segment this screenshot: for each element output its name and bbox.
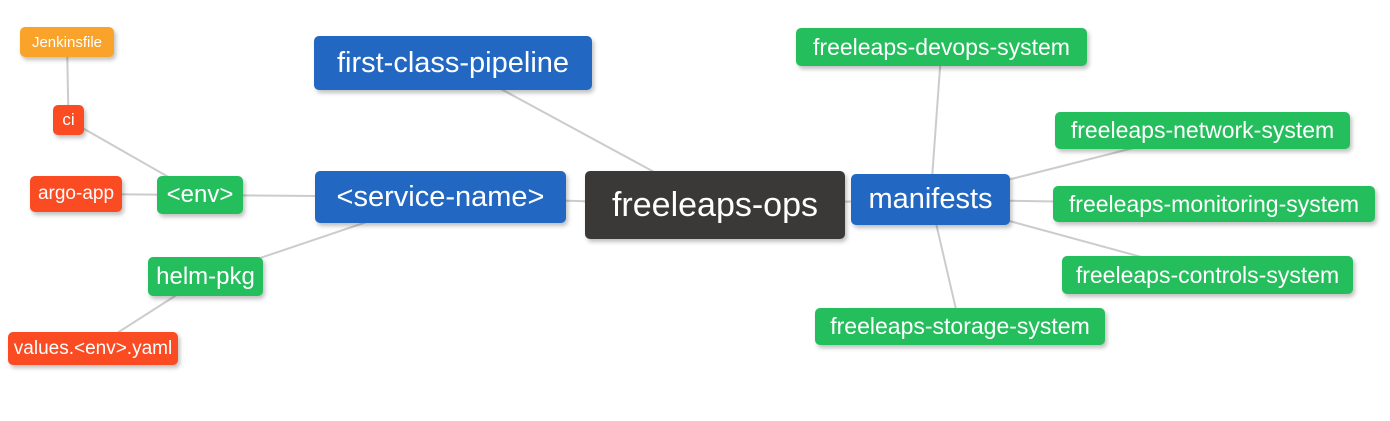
node-first-class-pipeline[interactable]: first-class-pipeline	[314, 36, 592, 90]
node-freeleaps-controls-system[interactable]: freeleaps-controls-system	[1062, 256, 1353, 294]
node-service-name[interactable]: <service-name>	[315, 171, 566, 223]
node-argo-app[interactable]: argo-app	[30, 176, 122, 212]
node-jenkinsfile[interactable]: Jenkinsfile	[20, 27, 114, 57]
node-freeleaps-monitoring-system[interactable]: freeleaps-monitoring-system	[1053, 186, 1375, 222]
node-freeleaps-storage-system[interactable]: freeleaps-storage-system	[815, 308, 1105, 345]
node-ci[interactable]: ci	[53, 105, 84, 135]
node-freeleaps-network-system[interactable]: freeleaps-network-system	[1055, 112, 1350, 149]
node-helm-pkg[interactable]: helm-pkg	[148, 257, 263, 296]
node-manifests[interactable]: manifests	[851, 174, 1010, 225]
node-values-env-yaml[interactable]: values.<env>.yaml	[8, 332, 178, 365]
node-freeleaps-ops-root[interactable]: freeleaps-ops	[585, 171, 845, 239]
node-freeleaps-devops-system[interactable]: freeleaps-devops-system	[796, 28, 1087, 66]
node-env[interactable]: <env>	[157, 176, 243, 214]
